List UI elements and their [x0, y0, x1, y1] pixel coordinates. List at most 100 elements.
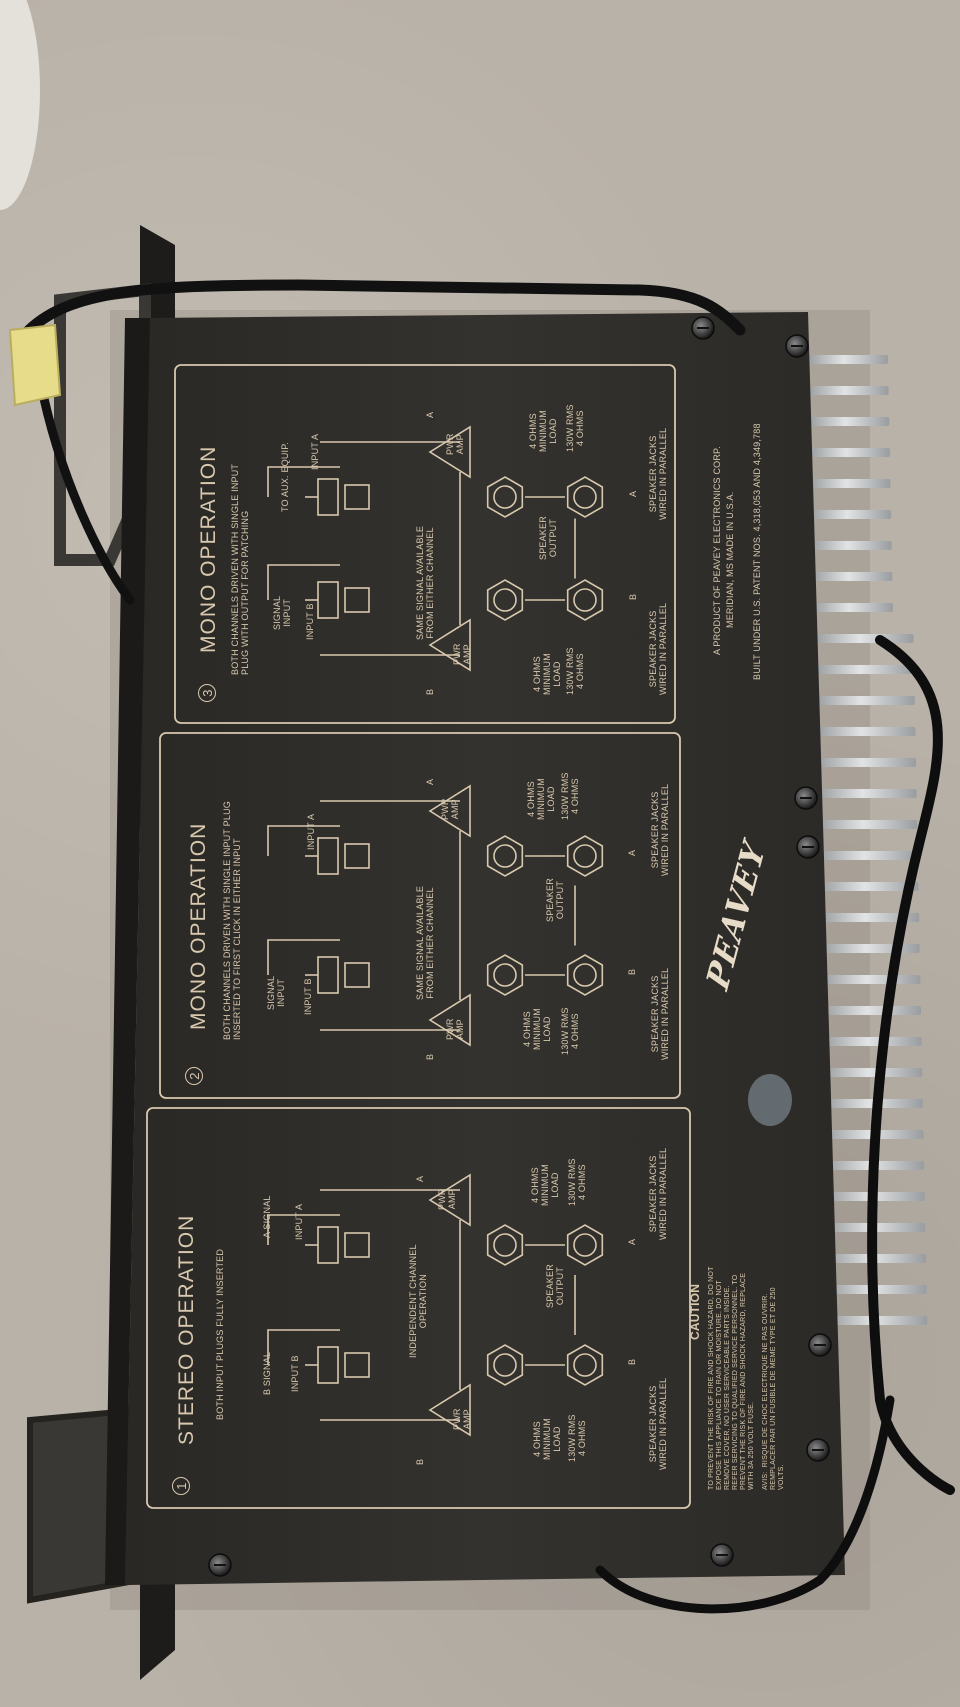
panel-screws	[208, 316, 832, 1577]
amp-triangle-b	[428, 618, 471, 672]
floor-object-shadow	[0, 0, 40, 210]
channel-b-out-1: B	[627, 1358, 637, 1365]
jacks-label-b-2: SPEAKER JACKS WIRED IN PARALLEL	[650, 967, 670, 1060]
amp-label-a-1: PWR AMP	[437, 1188, 457, 1210]
amp-label-b-1: PWR AMP	[452, 1408, 472, 1430]
panel-subtitle-2: BOTH CHANNELS DRIVEN WITH SINGLE INPUT P…	[222, 801, 242, 1040]
load-label-b-2: 4 OHMS MINIMUM LOAD	[522, 1008, 552, 1050]
channel-a-out-2: A	[627, 849, 637, 856]
speaker-jack-hex	[486, 579, 524, 621]
heatsink-fin	[812, 975, 921, 984]
channel-a-2: A	[425, 778, 435, 785]
rms-label-a-3: 130W RMS 4 OHMS	[565, 404, 585, 452]
channel-b-3: B	[425, 688, 435, 695]
avis-text: AVIS: RISQUE DE CHOC ELECTRIQUE NE PAS O…	[762, 1287, 785, 1490]
panel-subtitle-1: BOTH INPUT PLUGS FULLY INSERTED	[215, 1248, 225, 1420]
heatsink-fin	[814, 1068, 923, 1077]
heatsink-fin	[801, 417, 890, 426]
channel-a-out-1: A	[627, 1238, 637, 1245]
panel-number-2: 2	[185, 1067, 203, 1085]
speaker-jack-hex	[486, 1224, 524, 1266]
rms-label-a-2: 130W RMS 4 OHMS	[560, 772, 580, 820]
heatsink-fin	[803, 541, 892, 550]
heatsink-fin	[806, 665, 915, 674]
channel-a-1: A	[415, 1175, 425, 1182]
heatsink-fin	[802, 479, 891, 488]
panel-title-3: MONO OPERATION	[197, 445, 220, 653]
panel-box-3	[174, 364, 676, 724]
rms-label-b-1: 130W RMS 4 OHMS	[567, 1414, 587, 1462]
jacks-label-b-1: SPEAKER JACKS WIRED IN PARALLEL	[648, 1377, 668, 1470]
speaker-output-3: SPEAKER OUTPUT	[538, 516, 558, 560]
load-label-b-3: 4 OHMS MINIMUM LOAD	[532, 653, 562, 695]
heatsink-fin	[804, 603, 893, 612]
heatsink-fin	[807, 727, 916, 736]
panel-subtitle-3: BOTH CHANNELS DRIVEN WITH SINGLE INPUT P…	[230, 463, 250, 675]
speaker-jack-hole	[493, 485, 517, 509]
channel-a-out-3: A	[628, 490, 638, 497]
speaker-jack-hole	[573, 1233, 597, 1257]
input-a-label-2: INPUT A	[306, 813, 316, 850]
signal-input-2: SIGNAL INPUT	[266, 975, 286, 1010]
middle-text-1: INDEPENDENT CHANNEL OPERATION	[408, 1244, 428, 1358]
heatsink-fin	[810, 882, 919, 891]
signal-arrow-a	[267, 466, 340, 497]
speaker-output-1: SPEAKER OUTPUT	[545, 1264, 565, 1308]
speaker-jack-hole	[573, 844, 597, 868]
amp-label-b-2: PWR AMP	[445, 1018, 465, 1040]
speaker-jack-hex	[566, 1224, 604, 1266]
input-b-label: INPUT B	[290, 1355, 300, 1392]
bus-wire	[320, 441, 460, 656]
input-jack-switch	[344, 587, 370, 613]
amp-triangle-a	[428, 425, 471, 479]
heatsink-fin	[808, 789, 917, 798]
caution-title: CAUTION	[688, 1283, 702, 1340]
heatsink-fin	[805, 634, 914, 643]
jacks-label-a-1: SPEAKER JACKS WIRED IN PARALLEL	[648, 1147, 668, 1240]
input-b-label-2: INPUT B	[303, 978, 313, 1015]
channel-b-1: B	[415, 1458, 425, 1465]
heatsink-fin	[800, 386, 889, 395]
amp-triangle-b	[428, 1383, 471, 1437]
middle-text-2: SAME SIGNAL AVAILABLE FROM EITHER CHANNE…	[415, 885, 435, 1000]
heatsink-fin	[804, 572, 893, 581]
signal-label-b: B SIGNAL	[262, 1351, 272, 1395]
heatsink-fin	[808, 758, 917, 767]
amp-front-edge	[105, 318, 150, 1585]
speaker-jack-hex	[486, 476, 524, 518]
heatsink-fin	[809, 851, 918, 860]
channel-a-3: A	[425, 411, 435, 418]
power-cable-loop	[35, 375, 135, 605]
input-jack-switch	[344, 962, 370, 988]
heatsink-fin	[813, 1037, 922, 1046]
load-label-a-3: 4 OHMS MINIMUM LOAD	[528, 410, 558, 452]
heatsink-fin	[809, 820, 918, 829]
speaker-jack-hole	[573, 1353, 597, 1377]
signal-arrow-b	[267, 939, 340, 975]
panel-title-2: MONO OPERATION	[187, 822, 210, 1030]
jacks-label-b-3: SPEAKER JACKS WIRED IN PARALLEL	[648, 602, 668, 695]
panel-box-2	[159, 732, 681, 1099]
middle-text-3: SAME SIGNAL AVAILABLE FROM EITHER CHANNE…	[415, 525, 435, 640]
heatsink-fin	[813, 1006, 922, 1015]
manufacturer-line-1: A PRODUCT OF PEAVEY ELECTRONICS CORP.	[712, 446, 722, 655]
load-label-b-1: 4 OHMS MINIMUM LOAD	[532, 1418, 562, 1460]
bus-wire	[320, 1189, 460, 1421]
rms-label-a-1: 130W RMS 4 OHMS	[567, 1158, 587, 1206]
speaker-output-2: SPEAKER OUTPUT	[545, 878, 565, 922]
speaker-jack-hex	[486, 1344, 524, 1386]
speaker-jack-hex	[566, 835, 604, 877]
manufacturer-line-2: MERIDIAN, MS MADE IN U.S.A.	[725, 491, 735, 628]
heatsink-fin	[806, 696, 915, 705]
signal-arrow-a	[267, 1214, 340, 1245]
speaker-jack-hole	[573, 588, 597, 612]
speaker-jack-hole	[493, 963, 517, 987]
speaker-jack-hole	[493, 1233, 517, 1257]
signal-arrow-a	[267, 825, 340, 856]
rms-label-b-3: 130W RMS 4 OHMS	[565, 647, 585, 695]
panel-number-1: 1	[172, 1477, 190, 1495]
speaker-cable-bottom	[595, 1395, 895, 1614]
speaker-jack-hex	[566, 1344, 604, 1386]
input-a-label-3: INPUT A	[310, 433, 320, 470]
